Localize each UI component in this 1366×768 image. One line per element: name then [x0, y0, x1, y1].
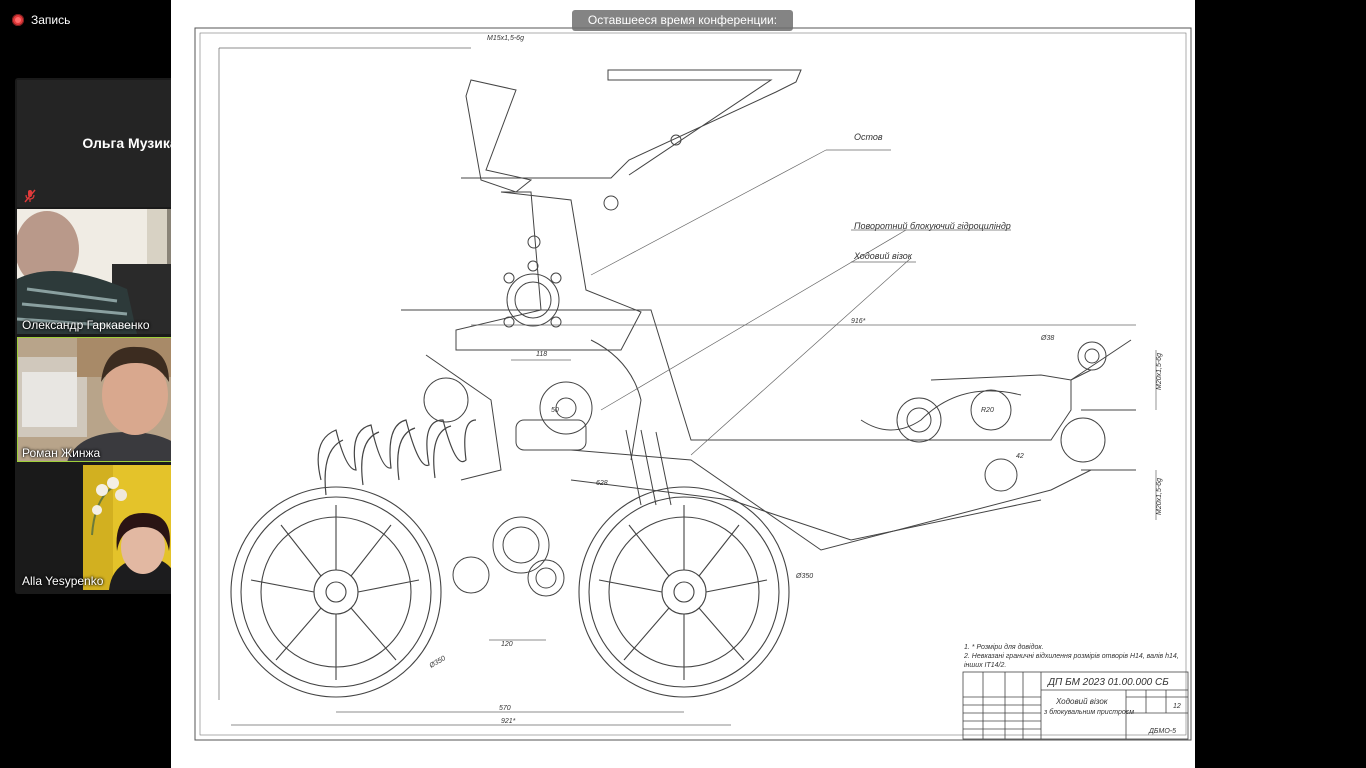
title-block-sheet: 12: [1173, 703, 1181, 710]
dim-42: 42: [1016, 453, 1024, 460]
dim-thread-b: M20x1,5-6g: [1156, 478, 1163, 515]
dim-570: 570: [499, 705, 511, 712]
engineering-drawing: Остов Поворотний блокуючий гідроциліндр …: [194, 27, 1192, 741]
recording-indicator[interactable]: Запись: [12, 11, 70, 29]
title-block-title-1: Ходовий візок: [1055, 697, 1109, 706]
participant-name: Роман Жинжа: [22, 446, 101, 460]
callout-ostov: Остов: [854, 132, 883, 142]
dim-350-left: Ø350: [428, 655, 447, 670]
title-block: [962, 671, 1189, 740]
participant-name: Олександр Гаркавенко: [22, 318, 150, 332]
callout-hydrocylinder: Поворотний блокуючий гідроциліндр: [854, 221, 1011, 231]
conference-timer: Оставшееся время конференции: 07:45: [572, 10, 793, 48]
video-tile-participant-3[interactable]: Alla Yesypenko: [17, 465, 243, 590]
note-line-1: 1. * Розміри для довідок.: [964, 643, 1044, 651]
dim-916: 916*: [851, 318, 866, 325]
dim-921: 921*: [501, 718, 516, 725]
dim-628: 628: [596, 480, 608, 487]
dim-50: 50: [551, 407, 559, 414]
participant-name: Alla Yesypenko: [22, 574, 104, 588]
recording-label: Запись: [31, 13, 71, 27]
dim-350-right: Ø350: [795, 573, 813, 580]
callout-carriage: Ходовий візок: [853, 251, 913, 261]
dim-120: 120: [501, 641, 513, 648]
speaker-name: Ольга Музика: [82, 135, 178, 151]
record-icon: [12, 14, 24, 26]
note-line-2: 2. Невказані граничні відхилення розмірі…: [963, 652, 1179, 660]
dim-118: 118: [536, 351, 547, 358]
dim-d38: Ø38: [1040, 335, 1054, 342]
dim-thread-a: M20x1,5-6g: [1156, 353, 1163, 390]
title-block-code: ДП БМ 2023 01.00.000 СБ: [1047, 677, 1169, 688]
dim-r20: R20: [981, 407, 994, 414]
title-block-group: ДБМО-5: [1148, 728, 1176, 735]
note-line-3: інших IT14/2.: [964, 661, 1006, 669]
dim-top-thread: M15x1,5-6g: [487, 35, 524, 42]
screen-share-area[interactable]: Остов Поворотний блокуючий гідроциліндр …: [171, 0, 1195, 768]
title-block-title-2: з блокувальним пристроєм: [1043, 708, 1134, 716]
muted-mic-icon: [24, 189, 36, 203]
